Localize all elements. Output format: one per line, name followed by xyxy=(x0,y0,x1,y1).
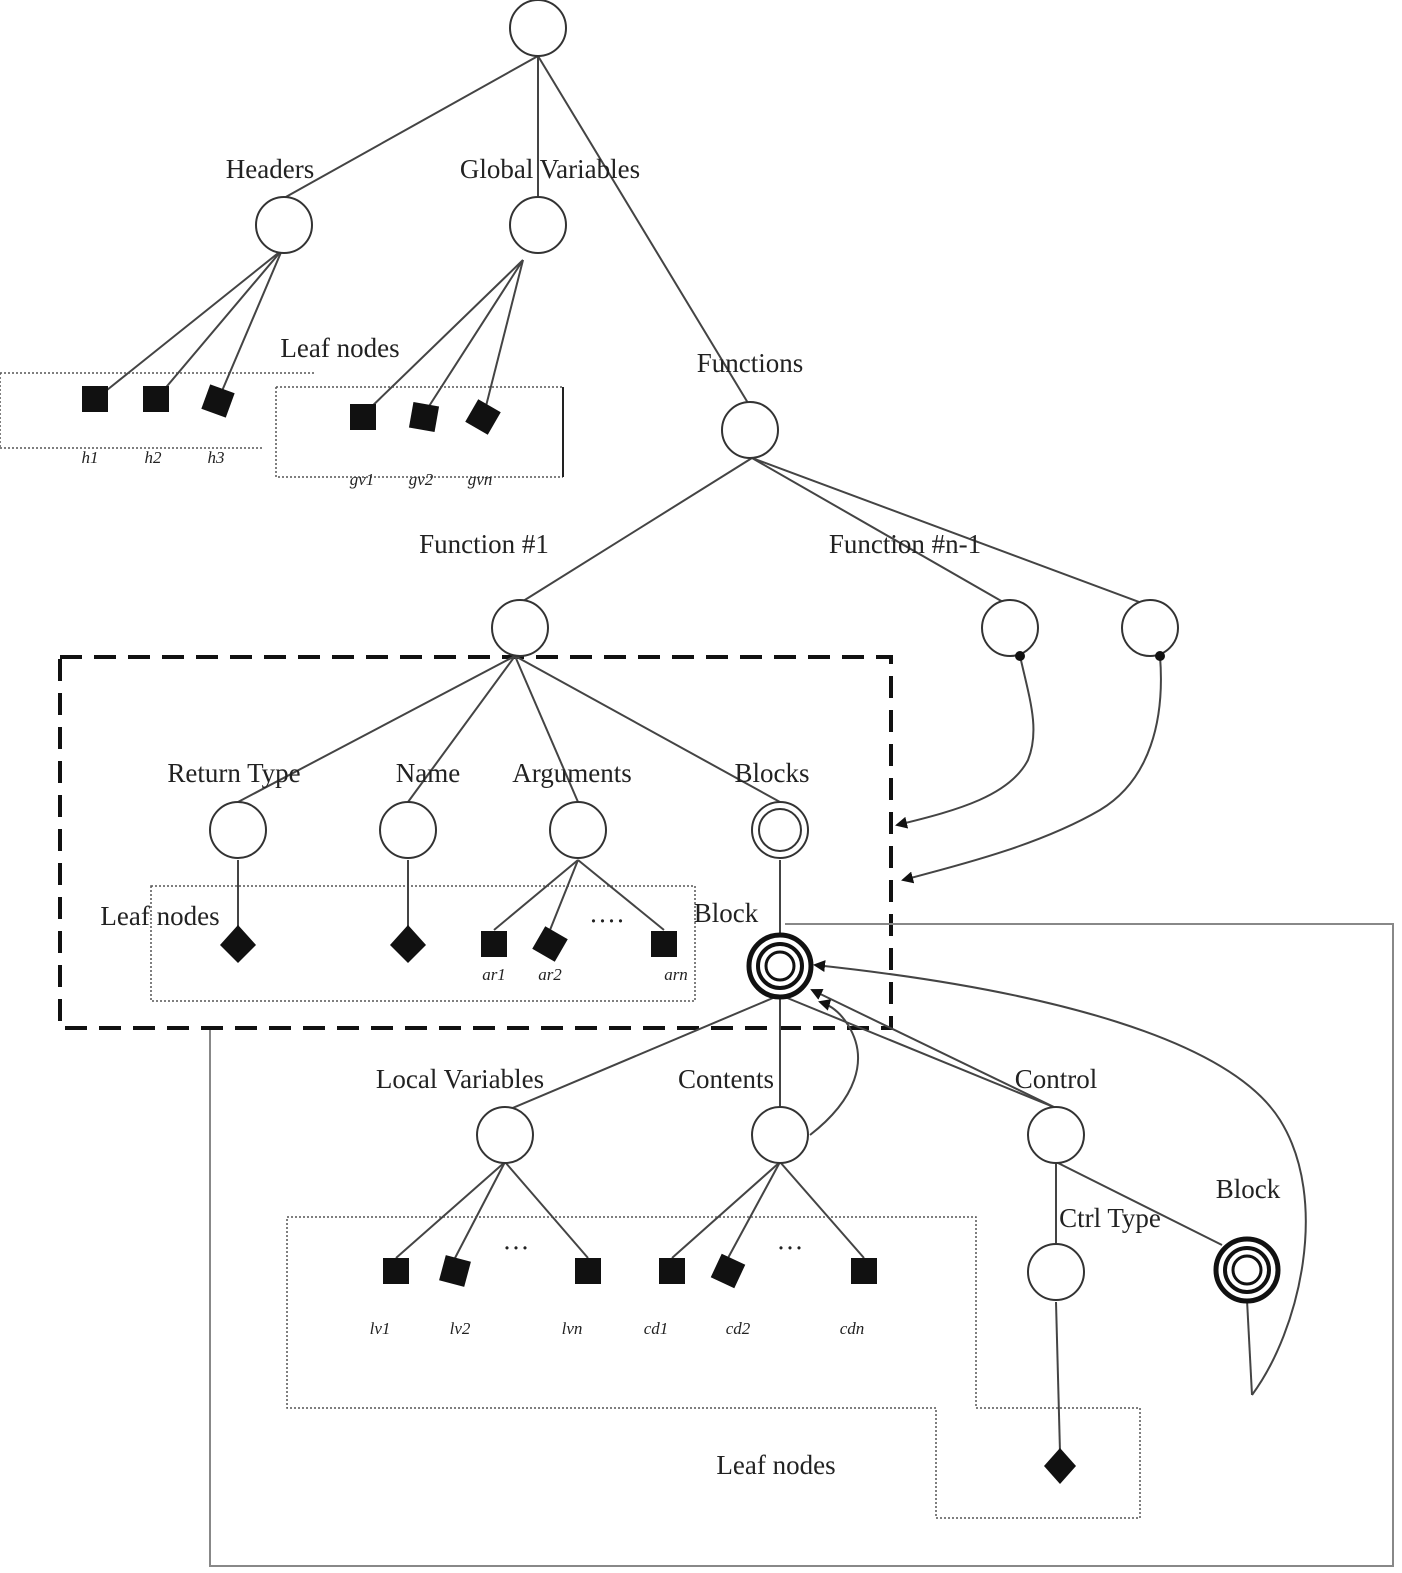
sub-h1: h1 xyxy=(82,448,99,467)
sub-lv1: lv1 xyxy=(370,1319,391,1338)
control-back-arrow xyxy=(810,988,1057,1109)
label-contents: Contents xyxy=(678,1064,774,1094)
tree-edges xyxy=(96,55,1253,1453)
sub-cd1: cd1 xyxy=(644,1319,669,1338)
leaf-square xyxy=(710,1253,746,1289)
leaf-square xyxy=(465,399,501,435)
function-leaf-box xyxy=(150,885,696,1002)
function-1-node xyxy=(491,599,549,657)
block-inner-node xyxy=(1213,1236,1281,1304)
tree-nodes xyxy=(209,0,1281,1304)
sub-arn: arn xyxy=(664,965,688,984)
label-function-1: Function #1 xyxy=(419,529,549,559)
leaf-diamond xyxy=(1044,1448,1076,1484)
label-leaf-nodes-top: Leaf nodes xyxy=(280,333,399,363)
block-leaf-box xyxy=(286,1216,1141,1519)
label-control: Control xyxy=(1015,1064,1098,1094)
globals-leaf-box xyxy=(275,386,564,478)
leaf-diamond xyxy=(220,925,256,963)
label-leaf-nodes-mid: Leaf nodes xyxy=(100,901,219,931)
blocks-node xyxy=(751,801,809,859)
contents-node xyxy=(751,1106,809,1164)
ellipsis-locals: ··· xyxy=(503,1233,530,1263)
sub-lvn: lvn xyxy=(562,1319,583,1338)
label-function-n1: Function #n-1 xyxy=(829,529,981,559)
leaf-square xyxy=(659,1258,685,1284)
leaf-square xyxy=(575,1258,601,1284)
sub-ar2: ar2 xyxy=(538,965,562,984)
leaf-subscripts: h1 h2 h3 gv1 gv2 gvn ar1 ar2 arn lv1 lv2… xyxy=(82,448,865,1338)
inner-block-back-arrow xyxy=(813,960,1307,1396)
headers-node xyxy=(255,196,313,254)
sub-h3: h3 xyxy=(208,448,225,467)
sub-gvn: gvn xyxy=(468,470,493,489)
leaf-markers xyxy=(82,384,1076,1484)
sub-gv1: gv1 xyxy=(350,470,375,489)
reference-arrows xyxy=(809,655,1307,1396)
label-return-type: Return Type xyxy=(167,758,300,788)
label-arguments: Arguments xyxy=(512,758,632,788)
block-outer-box xyxy=(209,923,1394,1567)
sub-ar1: ar1 xyxy=(482,965,506,984)
arguments-node xyxy=(549,801,607,859)
leaf-square xyxy=(651,931,677,957)
sub-cdn: cdn xyxy=(840,1319,865,1338)
contents-loop-arrow xyxy=(809,999,859,1136)
leaf-square xyxy=(350,404,376,430)
return-type-node xyxy=(209,801,267,859)
sub-gv2: gv2 xyxy=(409,470,434,489)
sub-lv2: lv2 xyxy=(450,1319,471,1338)
ctrl-type-node xyxy=(1027,1243,1085,1301)
local-variables-node xyxy=(476,1106,534,1164)
label-block-inner: Block xyxy=(1216,1174,1281,1204)
label-headers: Headers xyxy=(226,154,314,184)
label-functions: Functions xyxy=(697,348,804,378)
label-local-variables: Local Variables xyxy=(376,1064,544,1094)
function-n1-b-node xyxy=(1121,599,1179,657)
node-labels: Headers Global Variables Functions Funct… xyxy=(100,154,1280,1480)
root-node xyxy=(509,0,567,57)
label-blocks: Blocks xyxy=(734,758,809,788)
global-variables-node xyxy=(509,196,567,254)
function-n1-a-node xyxy=(981,599,1039,657)
ellipsis-contents: ··· xyxy=(777,1233,804,1263)
sub-cd2: cd2 xyxy=(726,1319,751,1338)
sub-h2: h2 xyxy=(145,448,163,467)
leaf-square xyxy=(143,386,169,412)
leaf-square xyxy=(383,1258,409,1284)
label-leaf-nodes-bottom: Leaf nodes xyxy=(716,1450,835,1480)
func-n1-b-arrow xyxy=(901,655,1162,884)
control-node xyxy=(1027,1106,1085,1164)
leaf-square xyxy=(82,386,108,412)
name-node xyxy=(379,801,437,859)
block-main-node xyxy=(746,932,814,1000)
leaf-square xyxy=(532,926,568,962)
label-global-variables: Global Variables xyxy=(460,154,640,184)
label-block-main: Block xyxy=(694,898,759,928)
leaf-square xyxy=(481,931,507,957)
functions-node xyxy=(721,401,779,459)
leaf-square xyxy=(408,401,440,433)
leaf-square xyxy=(439,1255,471,1287)
label-name: Name xyxy=(396,758,460,788)
label-ctrl-type: Ctrl Type xyxy=(1059,1203,1161,1233)
leaf-diamond xyxy=(390,925,426,963)
ellipsis-args: ···· xyxy=(589,906,625,936)
func-n1-a-arrow xyxy=(895,655,1035,829)
function-dashed-box xyxy=(58,655,893,1030)
region-boxes xyxy=(0,372,1394,1567)
leaf-square xyxy=(201,384,235,418)
headers-leaf-box xyxy=(0,372,316,449)
leaf-square xyxy=(851,1258,877,1284)
